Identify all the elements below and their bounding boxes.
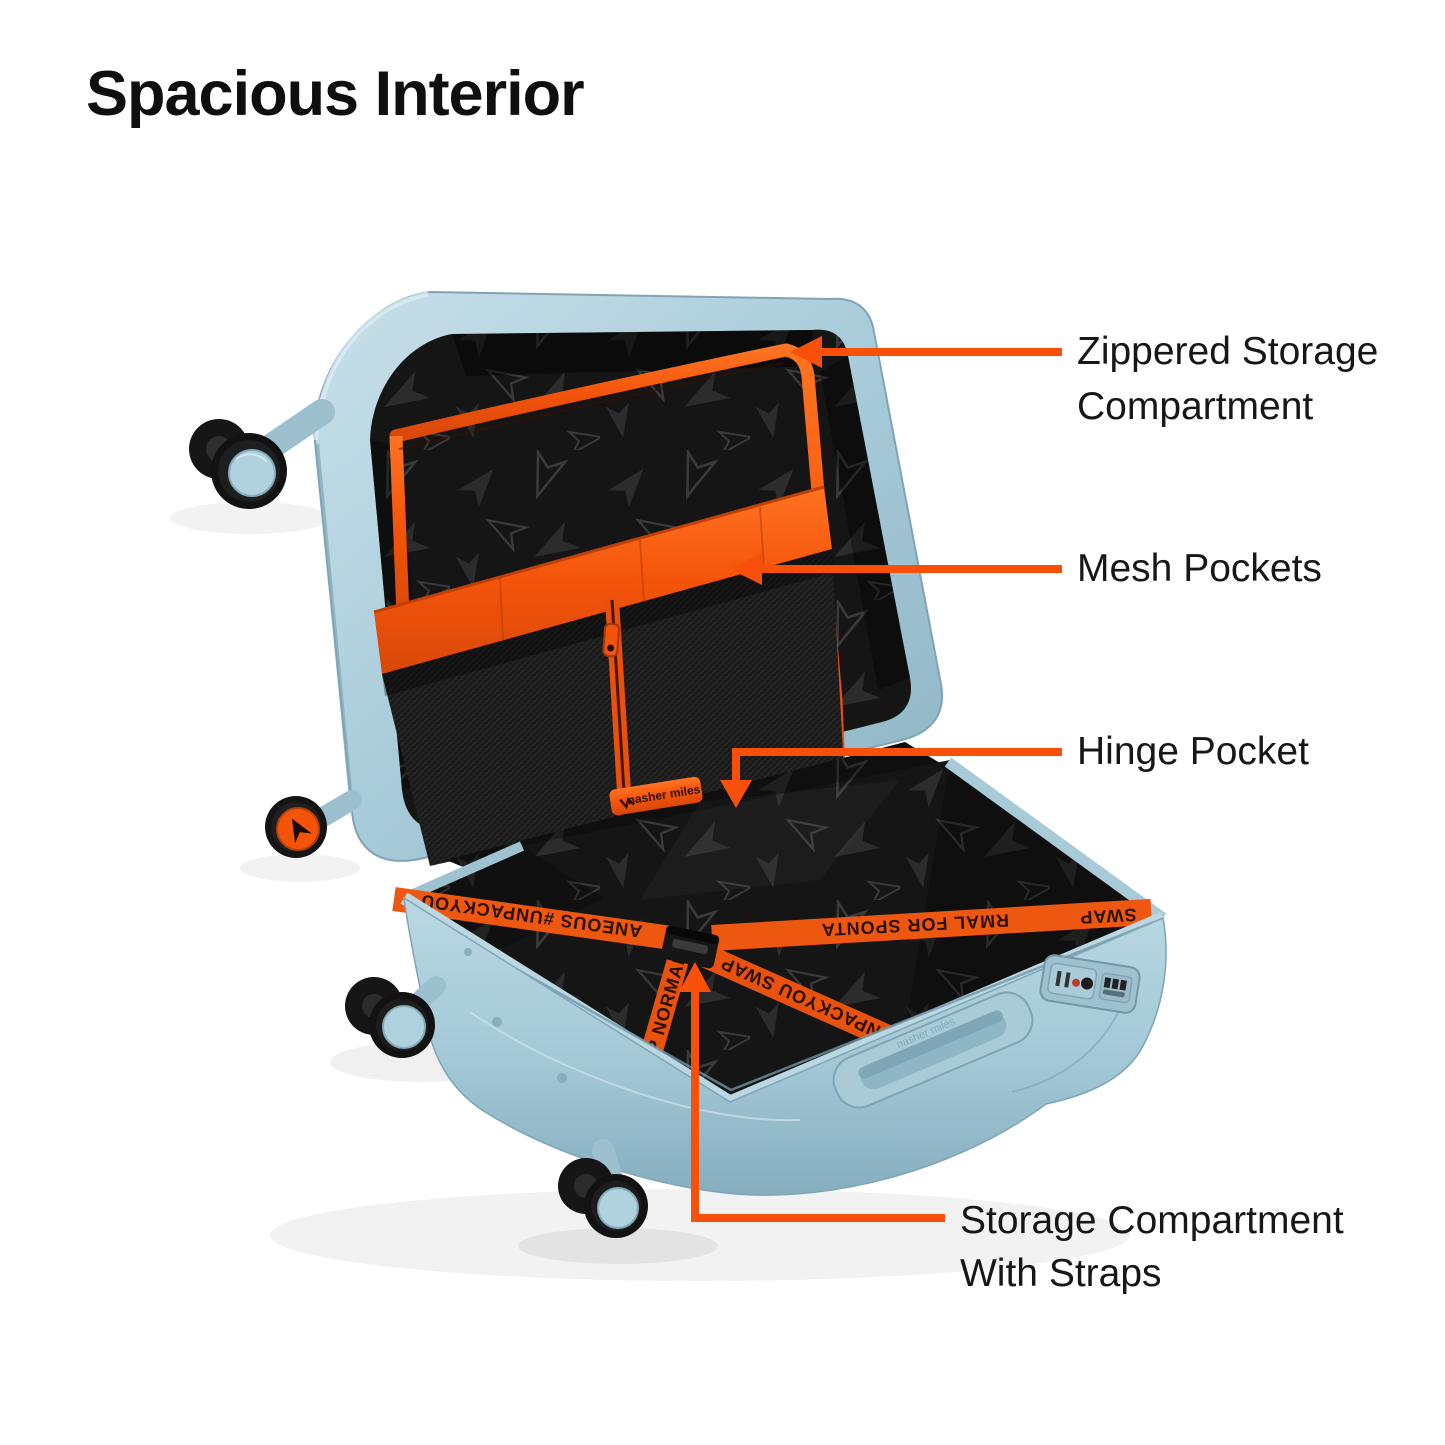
- label-line: Hinge Pocket: [1077, 730, 1309, 773]
- mesh-pocket-trim: [374, 487, 832, 674]
- callout-arrow-zippered: [790, 336, 822, 368]
- mesh-zipper-pull: [602, 622, 620, 658]
- brand-logo-icon: [619, 797, 635, 810]
- rivet: [492, 1017, 502, 1027]
- label-line: Mesh Pockets: [1077, 547, 1322, 590]
- label-zippered-storage-compartment: Zippered Storage Compartment: [1077, 324, 1378, 434]
- wheel-top-left: [189, 399, 335, 509]
- page-title: Spacious Interior: [86, 59, 585, 129]
- wheel-bottom-center: [558, 1139, 648, 1238]
- callout-line-hinge: [732, 748, 1062, 788]
- label-storage-compartment-with-straps: Storage Compartment With Straps: [960, 1194, 1344, 1300]
- label-mesh-pockets: Mesh Pockets: [1077, 541, 1322, 596]
- brand-tag: nasher miles: [609, 776, 703, 816]
- wheel-bottom-left: [345, 976, 446, 1058]
- label-hinge-pocket: Hinge Pocket: [1077, 724, 1309, 779]
- callout-lines: [679, 336, 1062, 1222]
- rivet: [464, 948, 472, 956]
- lid-shell: [312, 290, 943, 866]
- label-line: Compartment: [1077, 385, 1314, 428]
- keyhole: [1081, 977, 1094, 990]
- callout-line-storage: [691, 984, 945, 1222]
- wheel-logo-icon: [291, 818, 312, 844]
- callout-arrow-hinge: [720, 780, 752, 808]
- label-line: Storage Compartment: [960, 1199, 1344, 1242]
- base-shell: ANEOUS #UNPACKYOU RMAL FOR SPONTA SWAP A…: [392, 757, 1167, 1196]
- lock-red-dot: [1072, 978, 1081, 987]
- label-line: With Straps: [960, 1252, 1162, 1295]
- label-line: Zippered Storage: [1077, 330, 1379, 373]
- callout-arrow-storage: [679, 962, 711, 992]
- strap-buckle: [660, 925, 720, 969]
- callout-arrow-mesh: [730, 553, 762, 585]
- strap-text: SWAP: [1079, 905, 1137, 928]
- tsa-lock: [1039, 954, 1141, 1014]
- zippered-compartment-trim: [389, 343, 849, 847]
- wheels: [189, 399, 648, 1238]
- rivet: [557, 1073, 567, 1083]
- wheel-lid-lower-left: [265, 790, 362, 858]
